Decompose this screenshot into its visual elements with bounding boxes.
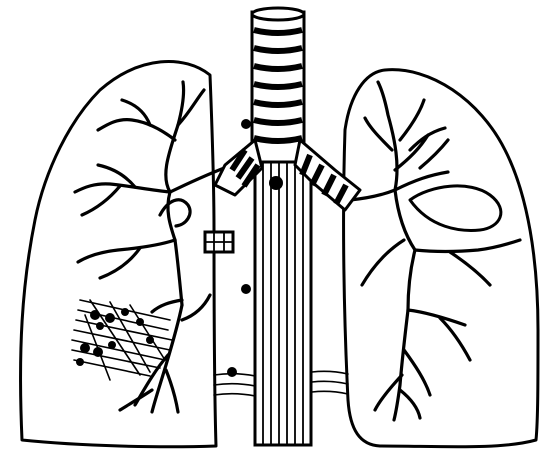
lymph-node-paratracheal xyxy=(241,119,251,129)
right-lung xyxy=(21,61,232,446)
lymph-node-paraesophageal-lower xyxy=(227,367,237,377)
left-lung-outline xyxy=(344,70,538,447)
esophagus xyxy=(255,150,311,445)
left-lung xyxy=(344,70,538,447)
lymph-node-subcarinal xyxy=(269,176,283,190)
trachea xyxy=(252,8,304,162)
lymph-node-periesophageal xyxy=(241,284,251,294)
lymph-node-hilar xyxy=(205,232,233,252)
